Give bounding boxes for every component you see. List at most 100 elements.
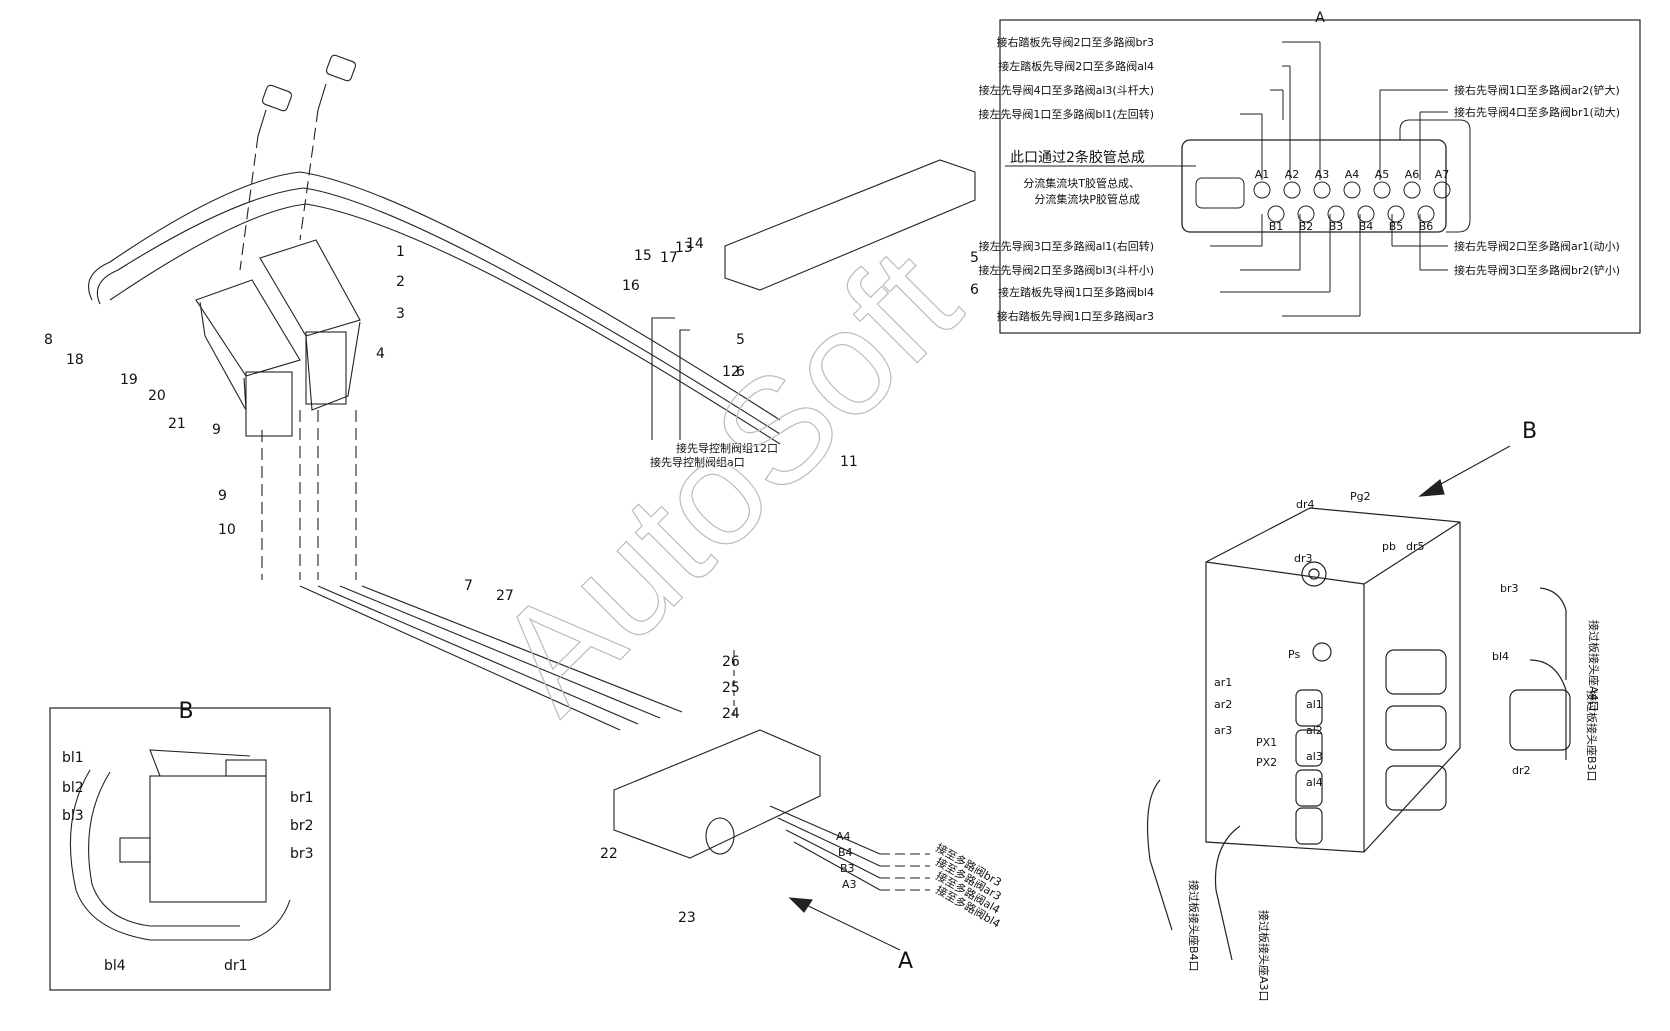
- part-number: 6: [736, 364, 745, 380]
- part-number: 15: [634, 248, 652, 264]
- port-label-bottom: B1: [1269, 220, 1284, 233]
- port-label-bottom: B6: [1419, 220, 1434, 233]
- port-circle: [1403, 181, 1421, 199]
- part-number: 4: [376, 346, 385, 362]
- part-number: 3: [396, 306, 405, 322]
- port-label-bottom: B2: [1299, 220, 1314, 233]
- valve-port-label: PX2: [1256, 756, 1277, 769]
- port-circle: [1283, 181, 1301, 199]
- plate-port: A3: [842, 878, 857, 891]
- inset-label: bl1: [62, 750, 84, 766]
- view-a-note-main: 此口通过2条胶管总成: [1010, 149, 1145, 166]
- port-circle: [1253, 181, 1271, 199]
- valve-port-label: ar1: [1214, 676, 1232, 689]
- port-circle: [1313, 181, 1331, 199]
- part-number: 8: [44, 332, 53, 348]
- valve-port-label: dr2: [1512, 764, 1531, 777]
- valve-port-label: pb: [1382, 540, 1396, 553]
- port-label-top: A2: [1285, 168, 1300, 181]
- part-number: 1: [396, 244, 405, 260]
- plate-port: B4: [838, 846, 853, 859]
- part-number: 14: [686, 236, 704, 252]
- valve-port-label: bl4: [1492, 650, 1509, 663]
- hose-note: 接过板接头座B4口: [1187, 880, 1201, 972]
- part-number: 26: [722, 654, 740, 670]
- view-a-left-label: 接左先导阀1口至多路阀bl1(左回转): [978, 107, 1154, 121]
- view-a-left-label: 接左先导阀4口至多路阀al3(斗杆大): [979, 83, 1154, 97]
- valve-port-label: Ps: [1288, 648, 1300, 661]
- port-label-bottom: B4: [1359, 220, 1374, 233]
- valve-port-label: al4: [1306, 776, 1323, 789]
- port-circle: [1387, 205, 1405, 223]
- hose-note: 接过板接头座A4口: [1587, 620, 1601, 712]
- valve-port-label: dr5: [1406, 540, 1425, 553]
- view-a-right-label: 接右先导阀4口至多路阀br1(动大): [1454, 105, 1620, 119]
- hose-note: 接过板接头座A3口: [1257, 910, 1271, 1002]
- part-number: 12: [722, 364, 740, 380]
- part-number: 16: [622, 278, 640, 294]
- main-assembly: [88, 54, 1511, 951]
- view-a-left-label: 接右踏板先导阀2口至多路阀br3: [996, 35, 1154, 49]
- view-a-right-label: 接右先导阀2口至多路阀ar1(动小): [1454, 239, 1620, 253]
- part-number: 6: [970, 282, 979, 298]
- view-a-left-label: 接左踏板先导阀1口至多路阀bl4: [998, 285, 1154, 299]
- view-a-arrow-label: A: [898, 949, 913, 974]
- part-number: 10: [218, 522, 236, 538]
- view-a-left-label: 接左先导阀3口至多路阀al1(右回转): [979, 239, 1154, 253]
- port-label-top: A6: [1405, 168, 1420, 181]
- view-a-left-labels: 接右踏板先导阀2口至多路阀br3接左踏板先导阀2口至多路阀al4接左先导阀4口至…: [978, 35, 1154, 323]
- port-label-top: A3: [1315, 168, 1330, 181]
- valve-port-label: br3: [1500, 582, 1519, 595]
- view-a-note-sub2: 分流集流块P胶管总成: [1034, 192, 1140, 206]
- port-label-bottom: B3: [1329, 220, 1344, 233]
- part-number: 21: [168, 416, 186, 432]
- valve-port-label: ar2: [1214, 698, 1232, 711]
- inset-label: br3: [290, 846, 314, 862]
- part-number: 9: [218, 488, 227, 504]
- part-number: 13: [675, 240, 693, 256]
- valve-port-label: Pg2: [1350, 490, 1371, 503]
- view-a-right-label: 接右先导阀1口至多路阀ar2(铲大): [1454, 83, 1620, 97]
- view-a-left-label: 接右踏板先导阀1口至多路阀ar3: [997, 309, 1154, 323]
- plate-port: B3: [840, 862, 855, 875]
- inset-label: dr1: [224, 958, 248, 974]
- view-b-arrow-label: B: [1522, 419, 1537, 444]
- valve-port-label: al2: [1306, 724, 1323, 737]
- part-number: 5: [736, 332, 745, 348]
- port-circle: [1297, 205, 1315, 223]
- valve-port-label: dr3: [1294, 552, 1313, 565]
- view-a-note-sub1: 分流集流块T胶管总成、: [1023, 176, 1140, 190]
- view-a-title: A: [1315, 10, 1325, 26]
- port-circle: [1417, 205, 1435, 223]
- view-b-inset-title: B: [178, 699, 193, 724]
- part-number-labels: 1234565678991011121314151617181920212223…: [44, 236, 979, 926]
- part-number: 18: [66, 352, 84, 368]
- valve-port-label: al1: [1306, 698, 1323, 711]
- hose-note: 接过板接头座B3口: [1585, 690, 1599, 782]
- part-number: 20: [148, 388, 166, 404]
- inset-label: bl4: [104, 958, 126, 974]
- part-number: 23: [678, 910, 696, 926]
- part-number: 7: [464, 578, 473, 594]
- inset-label: bl2: [62, 780, 84, 796]
- port-circle: [1327, 205, 1345, 223]
- view-a-right-labels: 接右先导阀1口至多路阀ar2(铲大) 接右先导阀4口至多路阀br1(动大) 接右先导…: [1454, 83, 1620, 277]
- port-label-top: A5: [1375, 168, 1390, 181]
- pilot-note-12: 接先导控制阀组12口: [676, 441, 778, 455]
- part-number: 5: [970, 250, 979, 266]
- view-a-left-label: 接左先导阀2口至多路阀bl3(斗杆小): [978, 263, 1154, 277]
- port-circle: [1373, 181, 1391, 199]
- part-number: 22: [600, 846, 618, 862]
- part-number: 27: [496, 588, 514, 604]
